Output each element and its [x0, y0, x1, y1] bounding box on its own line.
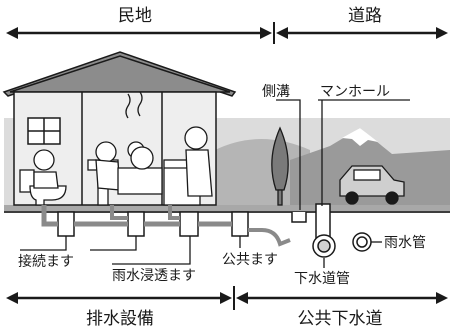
toilet-room	[19, 149, 67, 206]
label-storm-pipe: 雨水管	[384, 235, 426, 251]
house-roof	[2, 51, 237, 97]
toilet-bowl	[29, 185, 67, 206]
label-rain-infiltration-basin: 雨水浸透ます	[112, 268, 196, 284]
tree-trunk	[277, 189, 283, 206]
tree	[271, 126, 289, 191]
region-public-sewer-label: 公共下水道	[298, 309, 383, 329]
label-manhole: マンホール	[320, 84, 390, 100]
person-cooking-head	[184, 126, 208, 150]
ground-surface	[4, 205, 450, 213]
label-side-ditch: 側溝	[262, 84, 290, 100]
label-connection-basin: 接続ます	[18, 253, 74, 270]
public-basin	[231, 211, 249, 237]
mountain-snow	[342, 128, 378, 146]
connection-basin-2	[127, 211, 145, 237]
bathtub	[117, 167, 163, 195]
region-drainage-facility-label: 排水設備	[86, 309, 154, 329]
connection-basin-1	[57, 211, 75, 237]
person-cooking-body	[185, 149, 213, 197]
leader-lines	[20, 99, 410, 268]
rain-infiltration-basin	[179, 211, 199, 237]
car-wheel-rear	[385, 191, 399, 205]
bottom-extent-arrows	[6, 286, 448, 310]
car-window	[353, 169, 381, 181]
person-toilet-body	[33, 171, 59, 189]
house-drain-pipe	[41, 205, 232, 227]
kitchen	[163, 126, 213, 206]
lateral-pipe	[248, 228, 291, 247]
side-ditch	[291, 212, 307, 223]
region-private-land-label: 民地	[118, 6, 152, 26]
person-washing-head	[95, 141, 117, 163]
label-public-basin: 公共ます	[222, 252, 278, 268]
person-bath-head	[130, 146, 154, 170]
person-toilet-head	[33, 149, 55, 171]
bathroom	[117, 91, 163, 195]
top-extent-arrows	[6, 22, 448, 44]
car-wheel-front	[345, 191, 359, 205]
region-road-label: 道路	[348, 6, 382, 26]
label-sewer-pipe: 下水道管	[294, 271, 350, 287]
underground	[41, 203, 372, 258]
road-items	[271, 126, 405, 206]
steam	[125, 91, 143, 119]
